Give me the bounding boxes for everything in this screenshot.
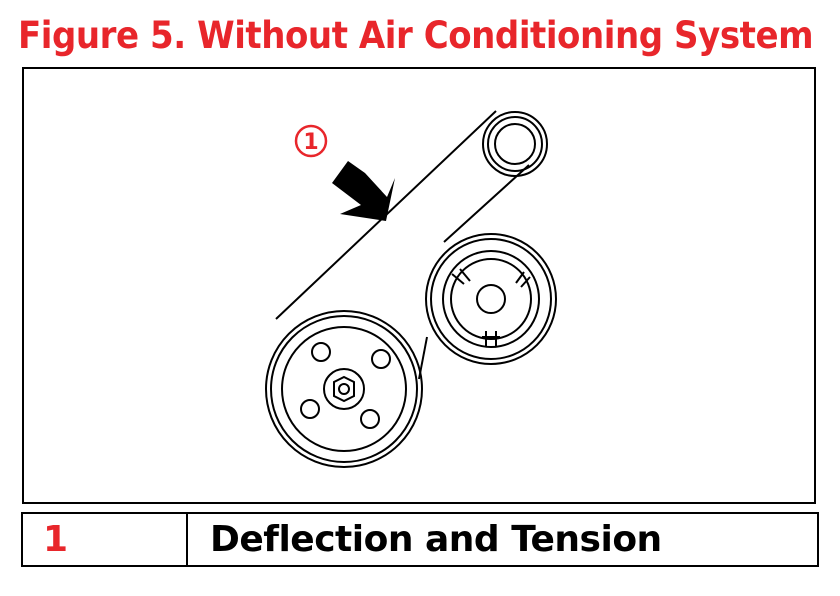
crank-hole-3 [300, 399, 320, 419]
crank-hole-1 [311, 342, 331, 362]
right-pulley-rim [430, 238, 552, 360]
callout-number: 1 [303, 130, 318, 155]
crank-hub [323, 368, 365, 410]
legend-description: Deflection and Tension [210, 519, 662, 560]
belt-diagram: 1 [22, 67, 816, 504]
figure-title: Figure 5. Without Air Conditioning Syste… [18, 14, 814, 57]
crank-hole-4 [360, 409, 380, 429]
crank-bolt [333, 375, 355, 403]
belt-right-span [443, 164, 530, 243]
right-pulley-outer [425, 233, 557, 365]
crank-pulley-inner [281, 326, 407, 452]
crank-pulley-outer [265, 310, 423, 468]
crank-pulley-rim [270, 315, 418, 463]
callout-1: 1 [294, 124, 395, 221]
legend-table: 1 Deflection and Tension [21, 512, 819, 567]
legend-number: 1 [23, 514, 188, 565]
callout-arrow [332, 161, 395, 221]
top-pulley-rim [487, 116, 543, 172]
crank-hole-2 [371, 349, 391, 369]
top-pulley-outer [482, 111, 548, 177]
callout-circle [294, 124, 328, 158]
belt-drawing: 1 [265, 110, 557, 468]
right-pulley-hub [476, 284, 506, 314]
right-pulley-ring [442, 250, 540, 348]
top-pulley-hub [494, 123, 536, 165]
right-pulley-inner [450, 258, 532, 340]
